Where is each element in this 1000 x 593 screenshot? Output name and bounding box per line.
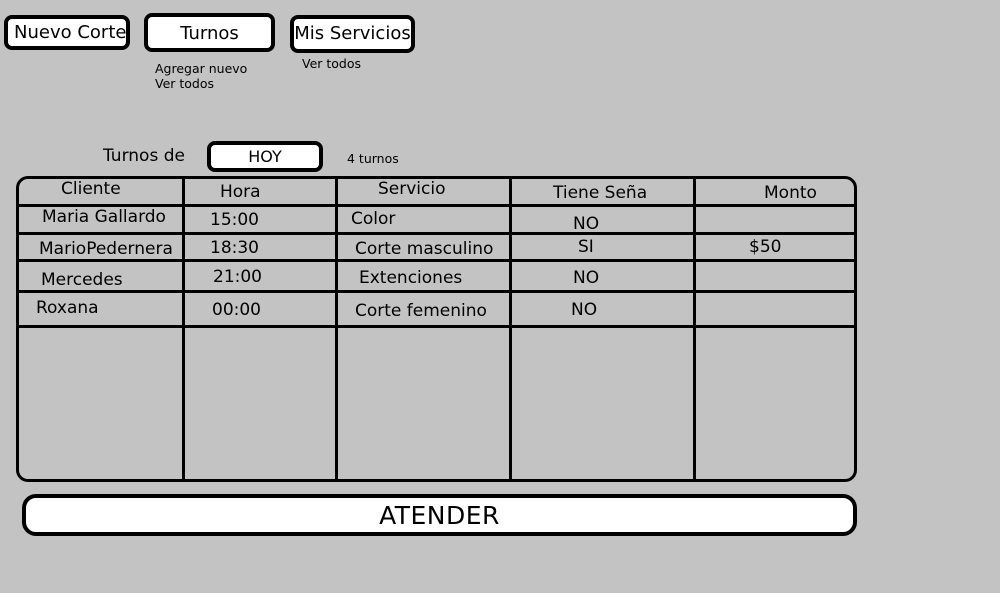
- cell-tiene-sena: SI: [578, 237, 594, 257]
- turnos-count: 4 turnos: [347, 151, 399, 166]
- turnos-button[interactable]: Turnos: [144, 13, 275, 52]
- atender-label: ATENDER: [379, 500, 500, 530]
- column-divider: [693, 179, 696, 479]
- cell-hora: 18:30: [210, 238, 259, 258]
- day-selector-button[interactable]: HOY: [207, 141, 323, 172]
- cell-tiene-sena: NO: [573, 268, 600, 288]
- cell-hora: 21:00: [213, 267, 262, 287]
- cell-servicio: Color: [351, 209, 396, 229]
- cell-tiene-sena: NO: [573, 214, 600, 234]
- cell-cliente: Roxana: [36, 298, 99, 318]
- header-monto: Monto: [764, 183, 817, 203]
- mis-servicios-ver-todos-link[interactable]: Ver todos: [302, 56, 362, 71]
- turnos-ver-todos-link[interactable]: Ver todos: [155, 76, 215, 91]
- day-selector-value: HOY: [248, 147, 282, 166]
- cell-cliente: Mercedes: [41, 270, 123, 290]
- row-divider: [19, 232, 854, 235]
- row-divider: [19, 204, 854, 207]
- header-servicio: Servicio: [378, 179, 446, 199]
- mis-servicios-button[interactable]: Mis Servicios: [290, 15, 415, 53]
- appointments-table: Cliente Hora Servicio Tiene Seña Monto M…: [16, 176, 857, 482]
- column-divider: [335, 179, 338, 479]
- column-divider: [509, 179, 512, 479]
- cell-cliente: MarioPedernera: [39, 239, 173, 259]
- cell-monto: $50: [749, 237, 782, 257]
- mis-servicios-submenu: Ver todos: [302, 56, 361, 71]
- nuevo-corte-button[interactable]: Nuevo Corte: [4, 15, 130, 50]
- row-divider: [19, 325, 854, 328]
- row-divider: [19, 259, 854, 262]
- atender-button[interactable]: ATENDER: [22, 494, 857, 536]
- header-cliente: Cliente: [61, 179, 121, 199]
- turnos-de-label: Turnos de: [103, 146, 185, 166]
- cell-tiene-sena: NO: [571, 300, 598, 320]
- row-divider: [19, 290, 854, 293]
- cell-hora: 15:00: [210, 210, 259, 230]
- turnos-submenu: Agregar nuevo Ver todos: [155, 61, 247, 91]
- header-tiene-sena: Tiene Seña: [553, 183, 648, 203]
- header-hora: Hora: [220, 182, 261, 202]
- mis-servicios-label: Mis Servicios: [294, 23, 411, 44]
- turnos-agregar-nuevo-link[interactable]: Agregar nuevo: [155, 61, 248, 76]
- cell-servicio: Corte masculino: [355, 239, 494, 259]
- cell-servicio: Extenciones: [359, 268, 463, 288]
- cell-cliente: Maria Gallardo: [42, 207, 166, 227]
- nuevo-corte-label: Nuevo Corte: [14, 21, 127, 43]
- turnos-label: Turnos: [180, 23, 239, 44]
- cell-servicio: Corte femenino: [355, 301, 487, 321]
- cell-hora: 00:00: [212, 300, 261, 320]
- column-divider: [182, 179, 185, 479]
